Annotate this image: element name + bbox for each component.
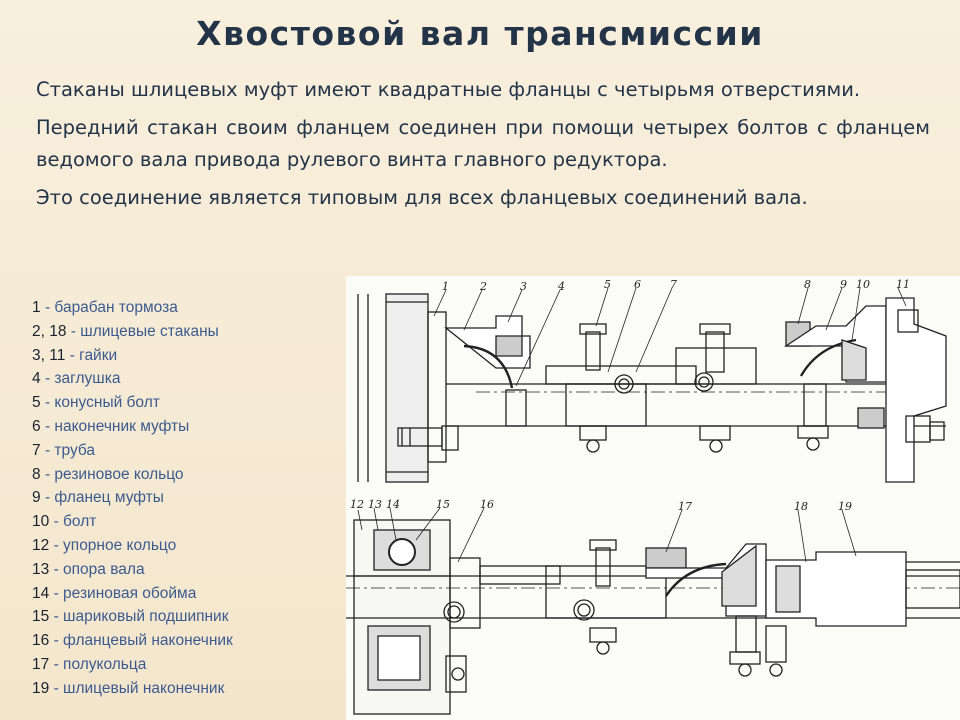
legend-item-description: гайки [79,346,118,364]
legend-item-description: болт [63,513,97,531]
legend-item-description: наконечник муфты [54,417,190,435]
legend-item: 19 - шлицевый наконечник [32,677,342,701]
legend-item: 4 - заглушка [32,367,342,391]
legend-item-description: шлицевые стаканы [80,322,219,340]
callout-17: 17 [678,500,692,513]
callout-14: 14 [386,498,400,511]
legend-item-separator: - [53,632,59,650]
legend-item-number: 3, 11 [32,346,66,364]
legend-item: 14 - резиновая обойма [32,582,342,606]
slide-paragraphs: Стаканы шлицевых муфт имеют квадратные ф… [36,74,930,220]
callout-19: 19 [838,500,852,513]
legend-item: 8 - резиновое кольцо [32,463,342,487]
transmission-shaft-drawing: 1 2 3 4 5 6 7 8 9 10 11 12 13 14 15 16 1… [346,276,960,720]
legend-item-separator: - [53,679,59,697]
legend-item-separator: - [53,536,59,554]
legend-item: 10 - болт [32,510,342,534]
legend-item-separator: - [53,560,59,578]
legend-item-number: 15 [32,608,50,626]
legend-item-description: конусный болт [54,394,160,412]
callout-16: 16 [480,498,494,511]
legend-item-number: 14 [32,584,50,602]
legend-item: 17 - полукольца [32,653,342,677]
legend-item: 5 - конусный болт [32,391,342,415]
legend-item-separator: - [44,370,51,388]
legend-item-description: труба [54,441,96,459]
callout-9: 9 [840,278,847,291]
shaft-drawing-svg: 1 2 3 4 5 6 7 8 9 10 11 12 13 14 15 16 1… [346,278,960,715]
legend-item-description: фланец муфты [54,489,164,507]
legend-item: 9 - фланец муфты [32,486,342,510]
callout-10: 10 [856,278,870,291]
legend-item-description: барабан тормоза [54,299,178,316]
legend-item-number: 17 [32,655,50,673]
paragraph-2: Передний стакан своим фланцем соединен п… [36,116,930,171]
legend-item-number: 13 [32,560,50,578]
legend-item: 16 - фланцевый наконечник [32,629,342,653]
legend-item-separator: - [70,322,76,340]
legend-item-separator: - [53,608,59,626]
callout-1: 1 [442,280,449,293]
callout-labels: 1 2 3 4 5 6 7 8 9 10 11 12 13 14 15 16 1… [350,278,910,513]
legend-item: 2, 18 - шлицевые стаканы [32,320,342,344]
callout-5: 5 [604,278,611,291]
legend-item-description: резиновая обойма [63,584,197,602]
callout-3: 3 [520,280,527,293]
legend-item-description: полукольца [63,655,147,673]
legend-item-separator: - [44,489,51,507]
legend-item-number: 4 [32,370,41,388]
legend-item-description: шариковый подшипник [63,608,229,626]
legend-item-separator: - [53,655,59,673]
legend-item-number: 12 [32,536,50,554]
legend-item: 6 - наконечник муфты [32,415,342,439]
legend-item: 3, 11 - гайки [32,344,342,368]
legend-item-number: 16 [32,632,50,650]
bottom-assembly [346,519,960,715]
legend-item: 13 - опора вала [32,558,342,582]
legend-item-separator: - [53,584,59,602]
paragraph-3: Это соединение является типовым для всех… [36,186,808,209]
legend-item-separator: - [44,394,51,412]
legend-item-number: 8 [32,465,41,483]
callout-4: 4 [557,280,565,293]
paragraph-1: Стаканы шлицевых муфт имеют квадратные ф… [36,78,861,101]
legend-item-description: резиновое кольцо [54,465,184,483]
legend-item-separator: - [44,441,51,459]
legend-item-description: опора вала [63,560,145,578]
legend-item-description: шлицевый наконечник [63,679,225,697]
legend-item-separator: - [69,346,75,364]
legend-item-number: 10 [32,513,50,531]
legend-item-number: 5 [32,394,41,412]
legend-item-description: фланцевый наконечник [63,632,233,650]
callout-18: 18 [794,500,808,513]
slide-title: Хвостовой вал трансмиссии [196,14,764,53]
legend-item-number: 2, 18 [32,322,67,340]
legend-item: 12 - упорное кольцо [32,534,342,558]
legend-item-separator: - [44,417,51,435]
callout-6: 6 [634,278,641,291]
callout-11: 11 [896,278,910,291]
callout-8: 8 [804,278,811,291]
callout-7: 7 [670,278,677,291]
callout-leaders [357,287,907,563]
legend-item-separator: - [53,513,59,531]
legend-item-separator: - [44,465,51,483]
callout-12: 12 [350,498,364,511]
legend-item: 1 - барабан тормоза [32,296,342,320]
legend-item-description: заглушка [54,370,121,388]
legend-item-number: 9 [32,489,41,507]
legend-item: 15 - шариковый подшипник [32,605,342,629]
legend-item-number: 19 [32,679,50,697]
top-assembly [357,293,947,483]
legend-item-description: упорное кольцо [63,536,177,554]
callout-13: 13 [368,498,382,511]
legend-item-separator: - [44,299,51,316]
callout-2: 2 [479,280,487,293]
legend-item-number: 1 [32,299,41,316]
legend-item: 7 - труба [32,439,342,463]
legend-item-number: 7 [32,441,41,459]
callout-15: 15 [436,498,450,511]
legend-item-number: 6 [32,417,41,435]
